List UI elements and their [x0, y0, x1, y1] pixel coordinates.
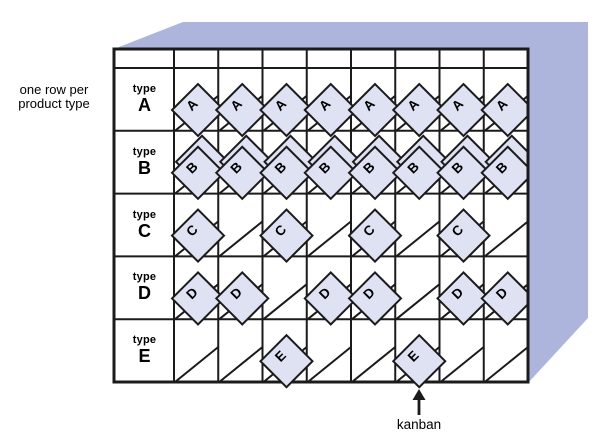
kanban-card [347, 208, 403, 264]
row-label-letter: C [138, 221, 151, 241]
annotation-line1: one row per [19, 82, 89, 97]
row-label-type-b: type B [116, 131, 173, 193]
grid-line [307, 346, 352, 383]
kanban-label: kanban [396, 417, 442, 432]
kanban-card [259, 208, 314, 264]
grid-line [395, 220, 441, 258]
grid-line [439, 346, 485, 383]
grid-line [307, 220, 352, 258]
row-label-letter: B [138, 158, 151, 178]
annotation-line2: product type [18, 96, 90, 111]
grid-line [262, 283, 308, 320]
row-label-prefix: type [132, 146, 157, 158]
row-label-type-d: type D [116, 256, 173, 318]
row-label-letter: D [138, 283, 151, 303]
row-label-prefix: type [132, 334, 157, 346]
kanban-card [347, 270, 403, 326]
up-arrow-icon [412, 389, 426, 415]
kanban-card [170, 208, 226, 264]
grid-line [174, 346, 219, 383]
grid-line [484, 346, 529, 383]
row-label-prefix: type [132, 83, 157, 95]
kanban-card [259, 333, 314, 389]
row-label-letter: E [138, 346, 151, 366]
row-label-type-e: type E [116, 319, 173, 381]
row-label-type-c: type C [116, 194, 173, 256]
row-label-prefix: type [132, 271, 157, 283]
kanban-card [480, 270, 527, 326]
row-label-prefix: type [132, 209, 157, 221]
kanban-card [480, 145, 527, 201]
left-annotation: one row per product type [2, 83, 106, 111]
row-label-letter: A [138, 95, 151, 115]
kanban-card [214, 270, 270, 326]
kanban-card [436, 208, 491, 264]
grid-line [218, 220, 264, 258]
grid-line [395, 283, 441, 320]
grid-line [218, 346, 264, 383]
grid-line [351, 346, 396, 383]
board-outer-border [112, 47, 530, 384]
row-label-type-a: type A [116, 68, 173, 130]
kanban-card [480, 82, 527, 138]
kanban-card [391, 333, 447, 389]
grid-line [484, 220, 529, 258]
